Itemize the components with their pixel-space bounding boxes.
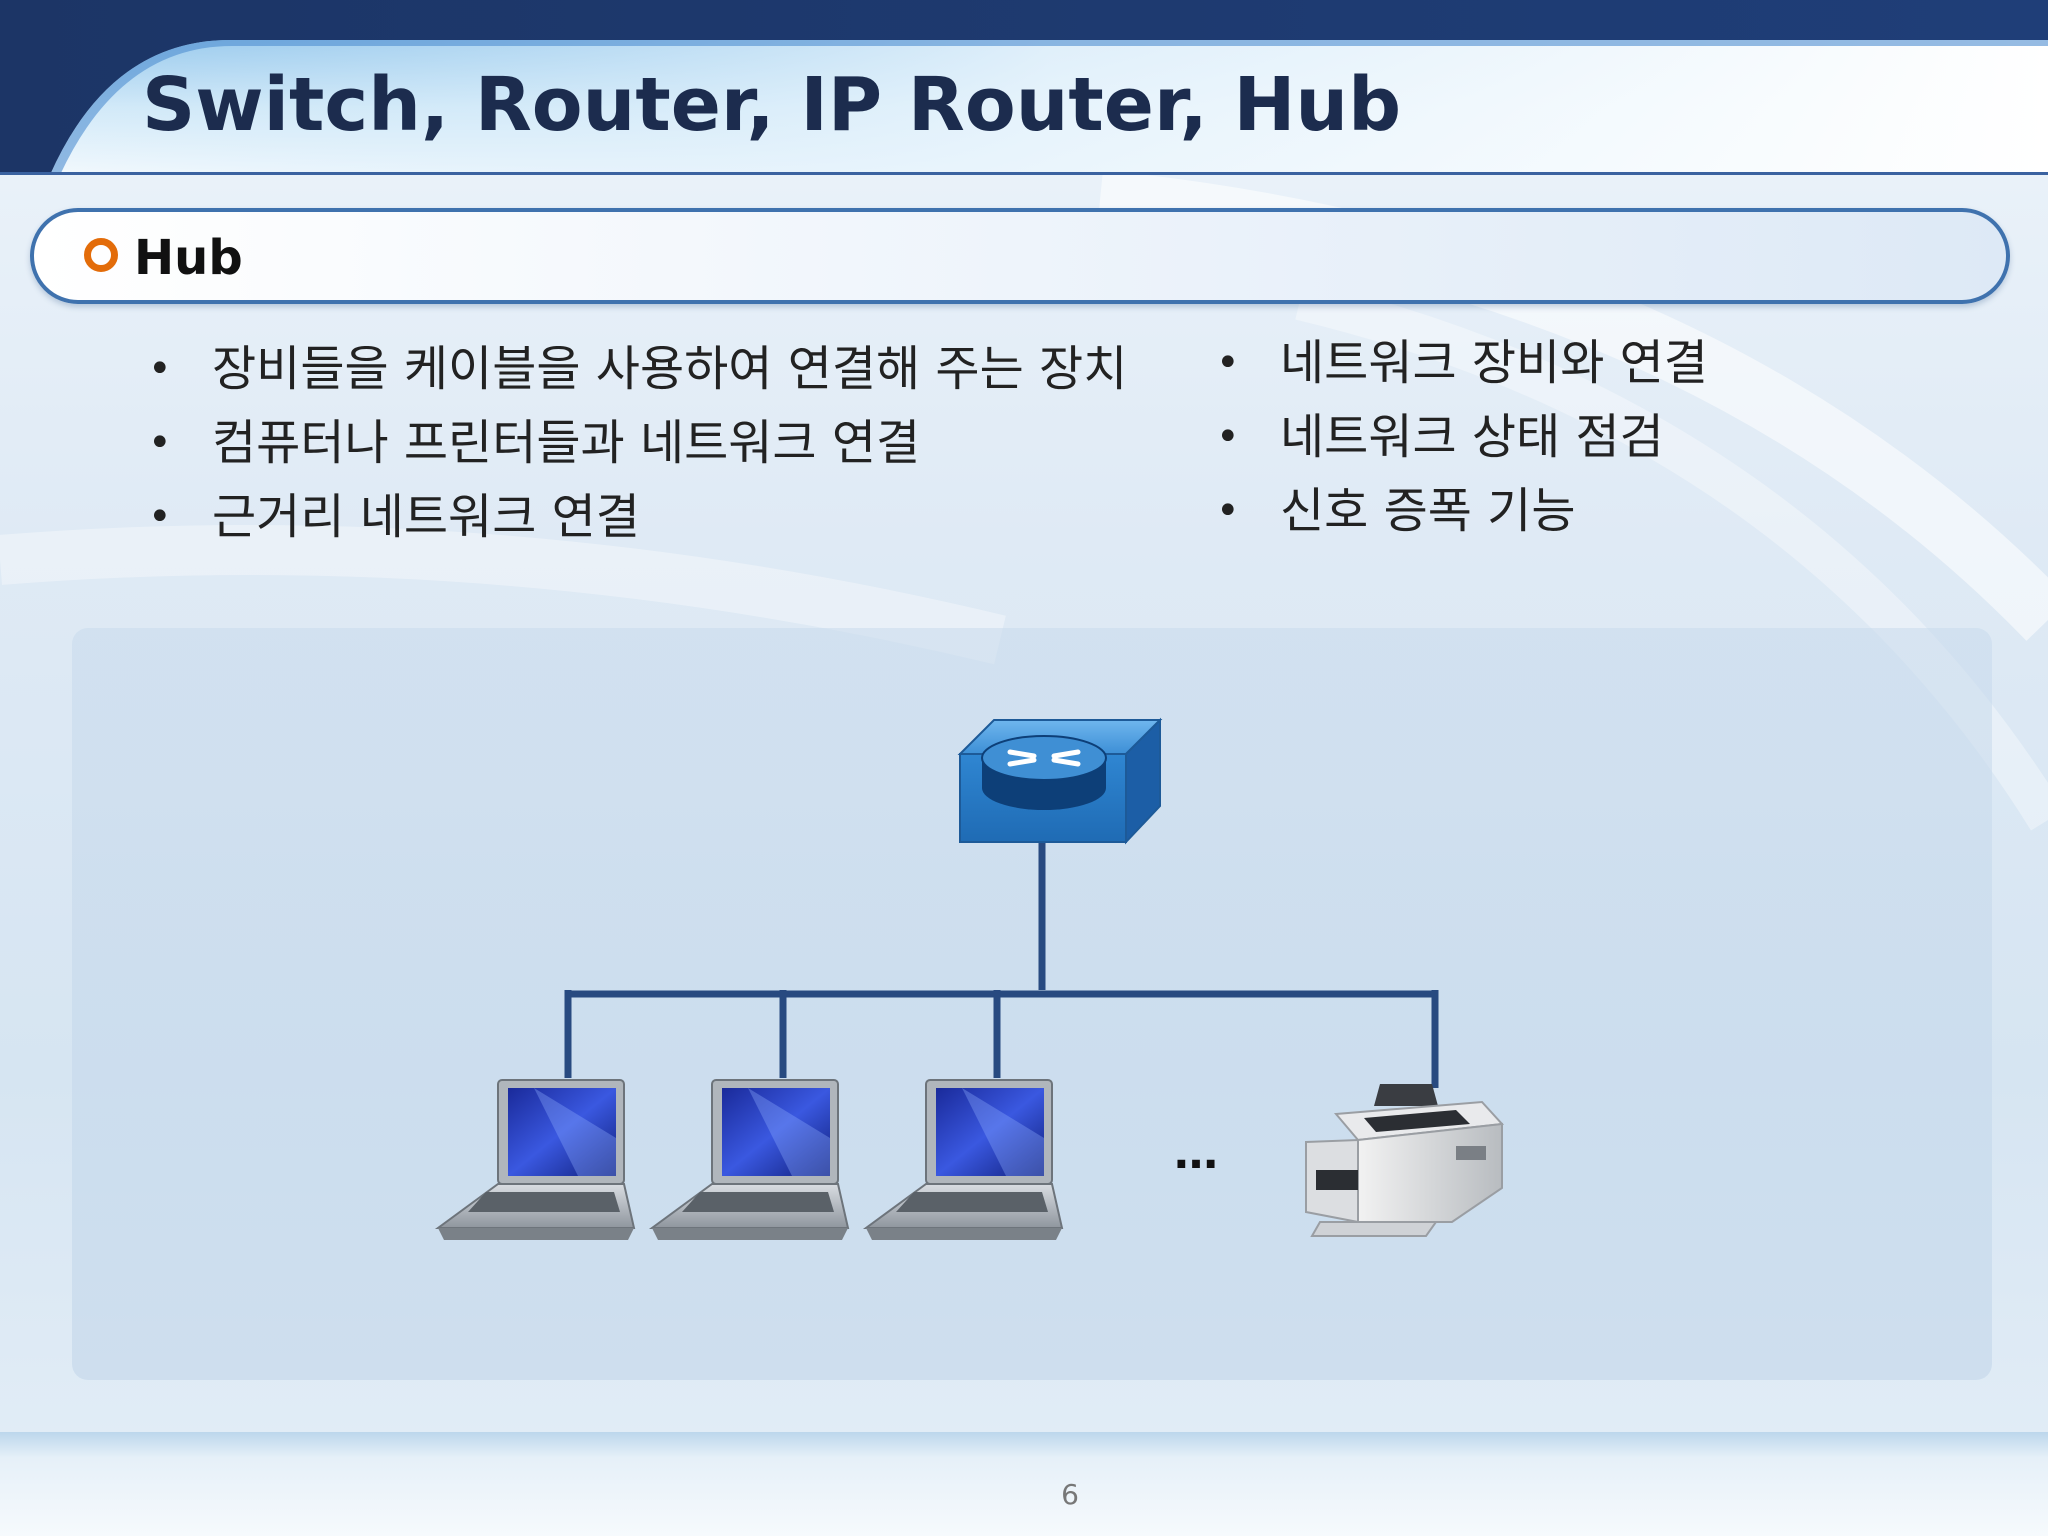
network-diagram: … <box>72 628 1992 1380</box>
bullet-list-right: • 네트워크 장비와 연결 • 네트워크 상태 점검 • 신호 증폭 기능 <box>1216 326 1996 548</box>
bullet-dot: • <box>1216 488 1240 534</box>
slide-header: Switch, Router, IP Router, Hub <box>0 0 2048 175</box>
laptop-icon <box>862 1079 1064 1240</box>
bullet-item: • 장비들을 케이블을 사용하여 연결해 주는 장치 <box>148 332 1168 406</box>
slide-title: Switch, Router, IP Router, Hub <box>142 62 1402 148</box>
section-header: Hub <box>30 208 2010 304</box>
laptop-icon <box>648 1079 850 1240</box>
bullet-dot: • <box>1216 414 1240 460</box>
bullet-dot: • <box>148 346 172 392</box>
printer-icon <box>1305 1084 1505 1237</box>
bullet-dot: • <box>148 420 172 466</box>
bullet-text: 근거리 네트워크 연결 <box>212 489 640 545</box>
bullet-item: • 근거리 네트워크 연결 <box>148 480 1168 554</box>
hub-icon <box>957 717 1163 845</box>
bullet-text: 장비들을 케이블을 사용하여 연결해 주는 장치 <box>212 341 1128 397</box>
bullet-text: 네트워크 장비와 연결 <box>1280 335 1708 391</box>
page-number: 6 <box>1061 1478 1079 1511</box>
bullet-text: 네트워크 상태 점검 <box>1280 409 1664 465</box>
slide-footer <box>0 1432 2048 1536</box>
header-band <box>0 0 2048 175</box>
network-diagram-graphic <box>434 717 1505 1240</box>
bullet-item: • 신호 증폭 기능 <box>1216 474 1996 548</box>
bullet-item: • 네트워크 상태 점검 <box>1216 400 1996 474</box>
bullet-dot: • <box>1216 340 1240 386</box>
bullet-text: 신호 증폭 기능 <box>1280 483 1576 539</box>
link-lines <box>564 836 1439 1088</box>
bullet-dot: • <box>148 494 172 540</box>
bullet-item: • 네트워크 장비와 연결 <box>1216 326 1996 400</box>
laptop-icon <box>434 1079 636 1240</box>
bullet-item: • 컴퓨터나 프린터들과 네트워크 연결 <box>148 406 1168 480</box>
circle-bullet-icon <box>84 238 118 272</box>
more-devices-ellipsis: … <box>1174 1128 1220 1179</box>
bullet-text: 컴퓨터나 프린터들과 네트워크 연결 <box>212 415 921 471</box>
section-label: Hub <box>134 230 243 286</box>
bullet-list-left: • 장비들을 케이블을 사용하여 연결해 주는 장치 • 컴퓨터나 프린터들과 … <box>148 332 1168 554</box>
